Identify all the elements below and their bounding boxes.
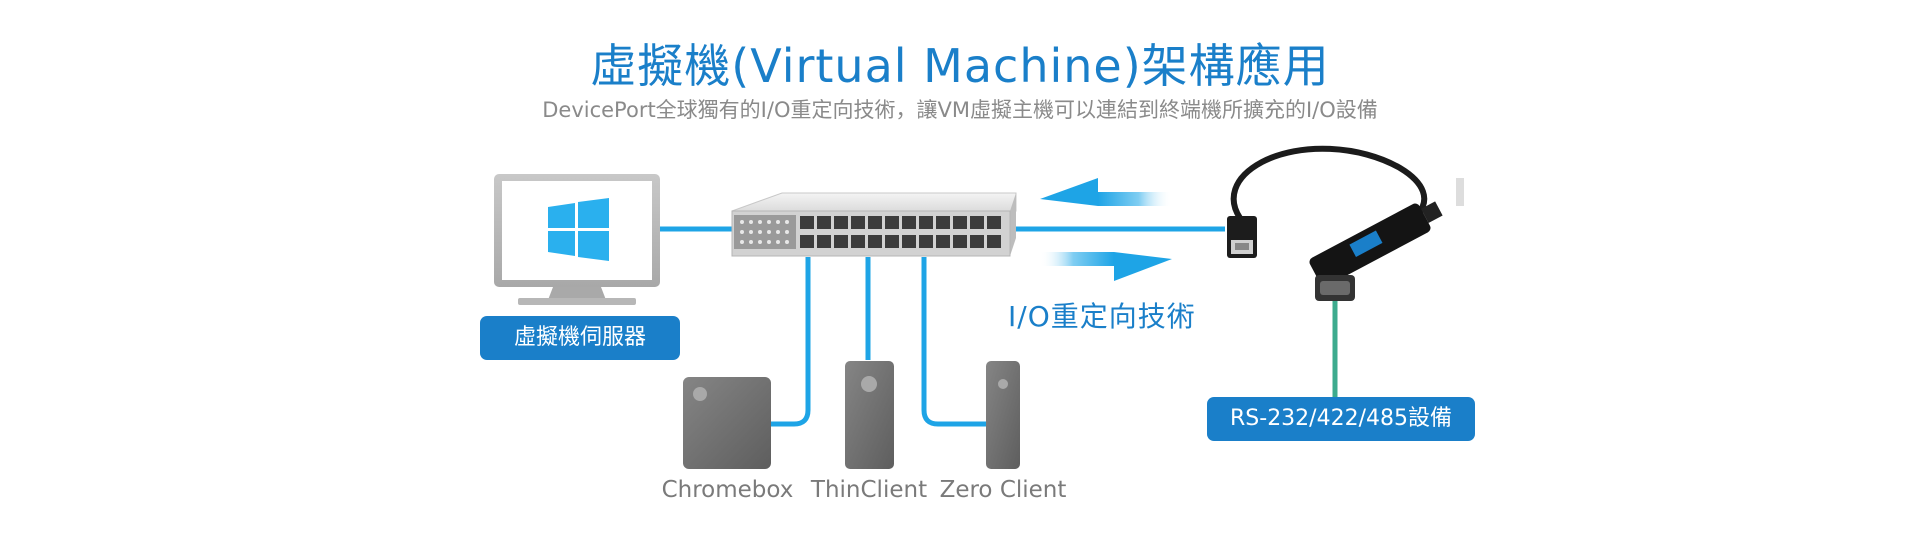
arrow-right-icon: [1040, 252, 1172, 281]
thinclient-device-icon: [845, 361, 894, 469]
device-label-chromebox: Chromebox: [661, 477, 794, 503]
page-title: 虛擬機(Virtual Machine)架構應用: [590, 39, 1330, 93]
zeroclient-device-icon: [986, 361, 1020, 469]
monitor-icon: [494, 174, 660, 305]
windows-logo-icon: [548, 198, 609, 261]
io-redirect-label: I/O重定向技術: [1008, 300, 1196, 333]
cable-switch-chromebox: [770, 257, 811, 427]
device-label-thinclient: ThinClient: [810, 477, 928, 503]
server-badge: 虛擬機伺服器: [480, 316, 680, 360]
network-switch-icon: [731, 192, 1017, 257]
device-label-zeroclient: Zero Client: [939, 477, 1067, 503]
page-subtitle: DevicePort全球獨有的I/O重定向技術，讓VM虛擬主機可以連結到終端機所…: [542, 98, 1378, 122]
chromebox-device-icon: [683, 377, 771, 469]
network-cables: [660, 226, 1225, 427]
cable-switch-zeroclient: [921, 257, 988, 427]
usb-serial-adapter-icon: [1227, 145, 1464, 301]
rs-device-badge: RS-232/422/485設備: [1207, 397, 1475, 441]
arrow-left-icon: [1040, 178, 1172, 206]
